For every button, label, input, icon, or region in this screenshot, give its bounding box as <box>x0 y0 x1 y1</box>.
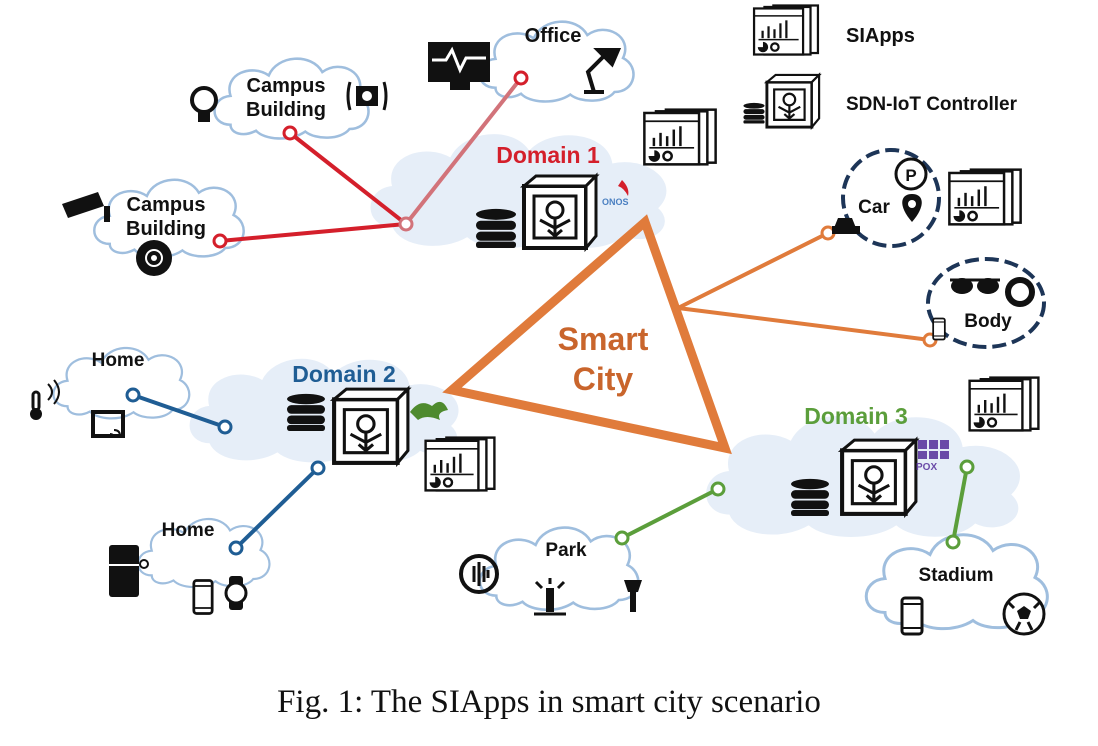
link-campus-left <box>219 222 407 243</box>
home-top-label: Home <box>92 350 145 371</box>
stadium-label: Stadium <box>919 565 994 586</box>
wearable-band-icon <box>1005 277 1035 307</box>
legend-siapps-label: SIApps <box>846 25 915 47</box>
home-phone-icon <box>192 579 214 615</box>
figure-caption: Fig. 1: The SIApps in smart city scenari… <box>277 684 821 720</box>
body-label: Body <box>964 311 1012 332</box>
smartwatch-icon <box>224 576 248 610</box>
domain2-controller-icon <box>334 389 408 463</box>
desk-lamp-icon <box>584 48 622 94</box>
link-body <box>677 306 931 342</box>
link-park <box>621 487 719 540</box>
car-icon <box>832 218 860 234</box>
office-label: Office <box>525 25 582 47</box>
svg-text:POX: POX <box>916 462 937 473</box>
domain3-label: Domain 3 <box>804 403 908 429</box>
domain1-controller-icon <box>522 174 598 250</box>
ryu-logo-icon <box>410 401 448 420</box>
smart-glasses-icon <box>950 278 1000 294</box>
campus-top-label-1: Campus <box>247 75 326 97</box>
legend-controller-label: SDN-IoT Controller <box>846 94 1018 115</box>
domain1-label: Domain 1 <box>496 142 600 168</box>
campus-left-label-2: Building <box>126 218 206 240</box>
smart-bulb-icon <box>190 86 218 122</box>
campus-left-label-1: Campus <box>127 194 206 216</box>
link-car <box>677 231 829 310</box>
sound-sensor-icon <box>459 554 499 594</box>
thermometer-icon <box>30 379 60 420</box>
link-home-top <box>132 393 226 429</box>
fridge-icon <box>109 545 149 597</box>
onos-logo-icon: ONOS <box>602 180 629 207</box>
soccer-ball-icon <box>1002 592 1046 636</box>
smart-city-triangle <box>442 214 732 455</box>
domain1-database-icon <box>476 208 516 248</box>
body-phone-icon <box>932 317 946 341</box>
tv-cast-icon <box>91 410 125 439</box>
city-label: City <box>573 361 634 397</box>
stadium-phone-icon <box>900 596 924 636</box>
svg-text:ONOS: ONOS <box>602 197 629 207</box>
campus-top-label-2: Building <box>246 99 326 121</box>
legend-controller-icon <box>765 73 821 129</box>
domain2-siapps-icon <box>424 436 496 492</box>
endpoints <box>125 70 975 556</box>
camera-sensor-icon <box>346 81 388 111</box>
monitor-icon <box>428 42 490 90</box>
link-home-bottom <box>234 466 320 550</box>
link-campus-top <box>288 131 408 226</box>
location-pin-icon <box>902 194 922 222</box>
car-label: Car <box>858 197 890 218</box>
security-camera-icon <box>62 192 110 222</box>
domain2-label: Domain 2 <box>292 361 396 387</box>
home-bottom-label: Home <box>162 520 215 541</box>
domain3-database-icon <box>791 478 829 516</box>
domain2-database-icon <box>287 393 325 431</box>
legend-database-icon <box>743 102 765 124</box>
street-lamp-icon <box>624 580 642 612</box>
domain3-siapps-icon <box>968 376 1040 432</box>
link-stadium <box>951 466 969 543</box>
pox-logo-icon: POX <box>916 440 949 473</box>
link-office <box>404 76 523 226</box>
sprinkler-icon <box>534 578 566 616</box>
park-label: Park <box>545 540 587 561</box>
speaker-icon <box>136 240 172 276</box>
legend-siapps-icon <box>752 4 820 56</box>
smart-label: Smart <box>558 321 649 357</box>
parking-icon: P <box>894 157 928 191</box>
svg-text:P: P <box>905 166 916 185</box>
domain3-controller-icon <box>842 440 916 514</box>
domain1-siapps-icon <box>642 108 718 166</box>
car-siapps-icon <box>947 168 1023 226</box>
